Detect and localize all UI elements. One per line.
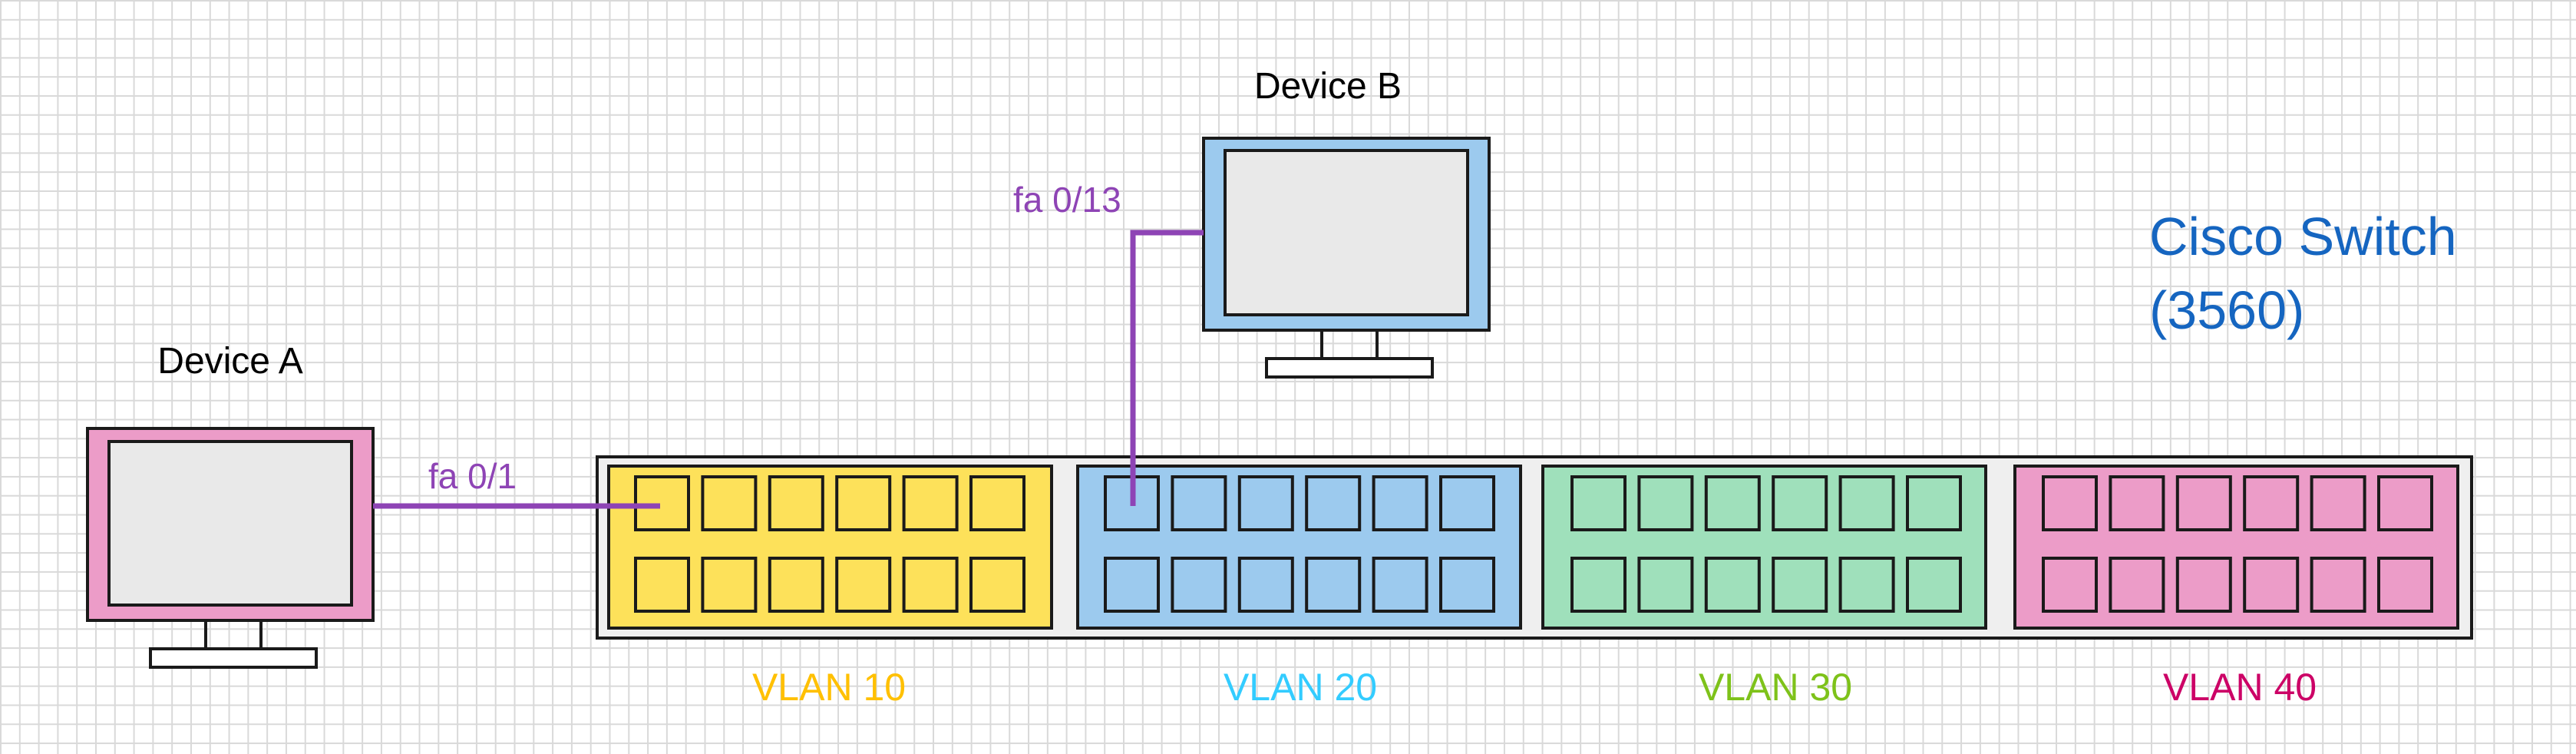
vlan-20-port-1-4 (1305, 475, 1362, 531)
vlan-20-port-2-4 (1305, 557, 1362, 613)
vlan-20-port-2-3 (1237, 557, 1294, 613)
vlan-30-ports (1570, 475, 1962, 613)
vlan-10-port-2-5 (902, 557, 959, 613)
switch-title: Cisco Switch (2149, 207, 2457, 266)
vlan-10-port-1-4 (835, 475, 892, 531)
vlan-20-port-1-6 (1439, 475, 1495, 531)
vlan-30-port-1-1 (1570, 475, 1627, 531)
vlan-40-port-2-6 (2377, 557, 2433, 613)
device-a-screen (107, 440, 353, 607)
vlan-block-30 (1541, 465, 1987, 630)
vlan-30-port-1-5 (1838, 475, 1895, 531)
vlan-30-port-1-2 (1637, 475, 1694, 531)
vlan-10-port-2-2 (701, 557, 758, 613)
vlan-30-port-2-6 (1906, 557, 1962, 613)
vlan-30-port-1-4 (1772, 475, 1828, 531)
vlan-10-port-2-4 (835, 557, 892, 613)
vlan-30-port-2-3 (1704, 557, 1761, 613)
device-b-stand-base (1265, 357, 1434, 379)
vlan-10-port-1-3 (768, 475, 824, 531)
vlan-40-port-1-2 (2109, 475, 2165, 531)
cable-device-b (1130, 230, 1204, 506)
vlan-30-port-2-5 (1838, 557, 1895, 613)
vlan-10-port-1-5 (902, 475, 959, 531)
vlan-30-port-2-4 (1772, 557, 1828, 613)
vlan-10-port-2-3 (768, 557, 824, 613)
vlan-40-port-1-5 (2310, 475, 2366, 531)
vlan-10-port-1-2 (701, 475, 758, 531)
vlan-10-port-2-6 (969, 557, 1025, 613)
vlan-40-port-2-4 (2243, 557, 2300, 613)
device-b (1202, 137, 1491, 379)
vlan-40-port-2-1 (2042, 557, 2098, 613)
vlan-40-port-1-1 (2042, 475, 2098, 531)
device-b-label: Device B (1254, 66, 1402, 107)
vlan-40-port-1-3 (2175, 475, 2232, 531)
vlan-block-40 (2013, 465, 2459, 630)
device-b-screen (1224, 149, 1469, 316)
switch-model: (3560) (2149, 280, 2304, 340)
vlan-10-label: VLAN 10 (752, 666, 906, 709)
vlan-30-port-2-1 (1570, 557, 1627, 613)
vlan-10-port-2-1 (634, 557, 690, 613)
vlan-20-port-2-2 (1171, 557, 1227, 613)
device-a-label: Device A (157, 341, 302, 382)
vlan-30-port-1-6 (1906, 475, 1962, 531)
vlan-block-10 (607, 465, 1053, 630)
vlan-10-ports (634, 475, 1025, 613)
vlan-40-ports (2042, 475, 2433, 613)
vlan-20-ports (1104, 475, 1495, 613)
vlan-30-label: VLAN 30 (1699, 666, 1852, 709)
vlan-block-20 (1076, 465, 1522, 630)
port-label-fa-0-13: fa 0/13 (1013, 180, 1121, 220)
vlan-40-port-2-5 (2310, 557, 2366, 613)
vlan-20-port-1-3 (1237, 475, 1294, 531)
vlan-40-port-2-2 (2109, 557, 2165, 613)
vlan-20-port-2-6 (1439, 557, 1495, 613)
vlan-40-port-2-3 (2175, 557, 2232, 613)
device-a-stand-base (149, 647, 318, 669)
vlan-30-port-1-3 (1704, 475, 1761, 531)
vlan-20-port-1-5 (1372, 475, 1428, 531)
vlan-20-port-2-1 (1104, 557, 1160, 613)
vlan-10-port-1-6 (969, 475, 1025, 531)
vlan-30-port-2-2 (1637, 557, 1694, 613)
vlan-40-port-1-4 (2243, 475, 2300, 531)
device-a-stand-neck (204, 620, 263, 649)
port-label-fa-0-1: fa 0/1 (428, 456, 517, 496)
vlan-40-port-1-6 (2377, 475, 2433, 531)
vlan-40-label: VLAN 40 (2163, 666, 2317, 709)
device-a (86, 427, 375, 669)
vlan-20-port-1-2 (1171, 475, 1227, 531)
vlan-20-label: VLAN 20 (1224, 666, 1377, 709)
vlan-20-port-2-5 (1372, 557, 1428, 613)
device-b-stand-neck (1320, 330, 1379, 359)
